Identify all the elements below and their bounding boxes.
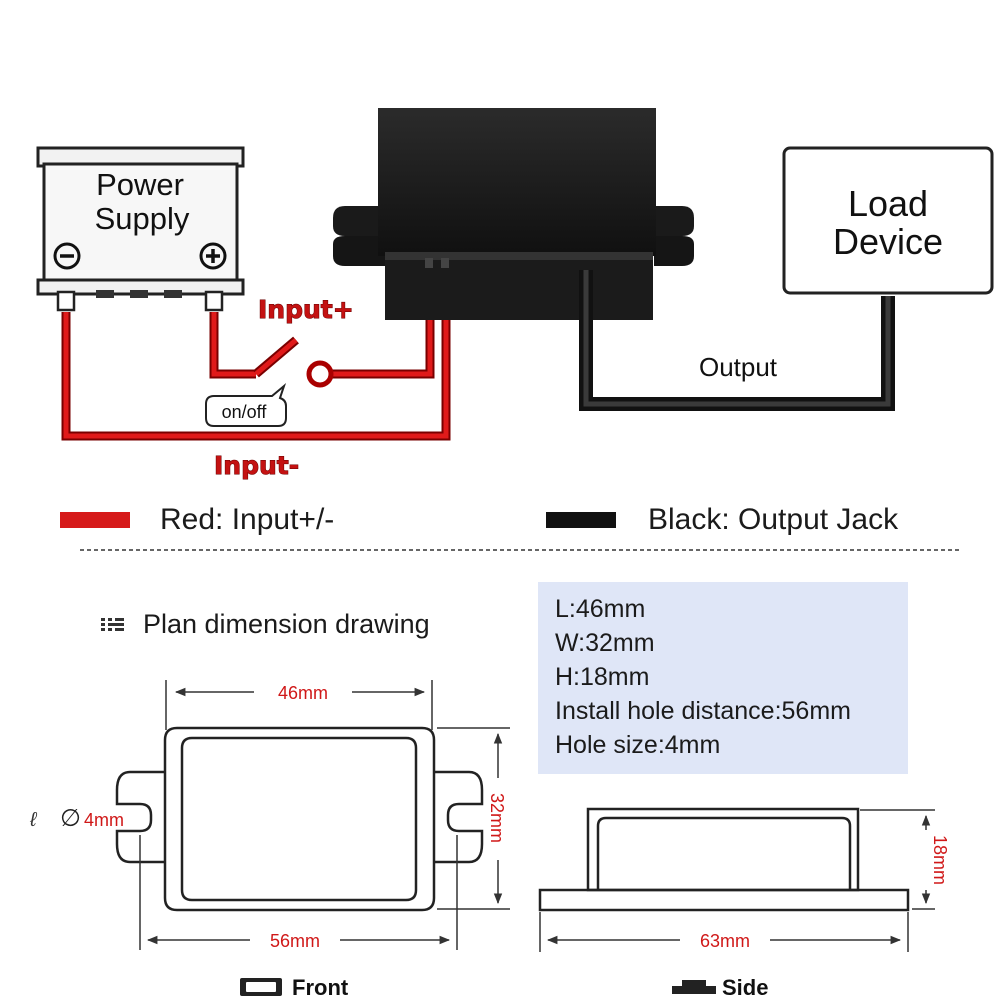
diameter-symbol: ∅ — [60, 805, 81, 832]
negative-terminal-icon — [53, 242, 81, 270]
side-view-drawing — [538, 807, 910, 912]
dim-hole-distance: 56mm — [270, 931, 320, 951]
input-minus-label: Input- — [214, 451, 299, 480]
dim-length-top: 46mm — [278, 683, 328, 703]
dim-hole-size: 4mm — [84, 810, 124, 830]
front-view-label: Front — [292, 975, 349, 1000]
scissor-glyph-icon: ℓ — [29, 809, 38, 831]
legend-black-swatch — [546, 512, 616, 528]
spec-hole-size: Hole size:4mm — [555, 731, 721, 759]
front-view-icon — [240, 978, 282, 996]
dim-side-length: 63mm — [700, 931, 750, 951]
plan-heading-icon — [101, 618, 124, 631]
dim-width: 32mm — [487, 793, 507, 843]
positive-terminal-icon — [199, 242, 227, 270]
spec-height: H:18mm — [555, 663, 650, 691]
specs-panel — [538, 582, 908, 774]
load-device: Load Device — [782, 146, 994, 295]
spec-length: L:46mm — [555, 595, 646, 623]
plan-heading: Plan dimension drawing — [143, 609, 430, 639]
legend-red-swatch — [60, 512, 130, 528]
switch-label: on/off — [222, 402, 268, 422]
switch-contact-icon — [306, 360, 334, 388]
side-view-label: Side — [722, 975, 768, 1000]
switch-label-bubble: on/off — [205, 382, 287, 427]
legend-black-label: Black: Output Jack — [648, 503, 899, 536]
spec-width: W:32mm — [555, 629, 655, 657]
legend-red-label: Red: Input+/- — [160, 503, 334, 536]
output-label: Output — [699, 352, 778, 382]
load-device-label-2: Device — [833, 221, 943, 262]
output-wire — [579, 270, 895, 411]
dimension-lines — [139, 680, 935, 952]
front-view-drawing — [115, 726, 484, 912]
specs-list: L:46mm W:32mm H:18mm Install hole distan… — [555, 592, 851, 762]
spec-hole-distance: Install hole distance:56mm — [555, 697, 851, 725]
legend: Red: Input+/- Black: Output Jack — [60, 503, 899, 536]
power-supply-label-2: Supply — [95, 201, 190, 236]
dim-height: 18mm — [930, 835, 950, 885]
converter-module — [333, 108, 694, 320]
side-view-icon — [672, 980, 716, 994]
power-supply: Power Supply — [36, 146, 245, 312]
input-plus-label: Input+ — [258, 295, 354, 324]
load-device-label-1: Load — [848, 183, 928, 224]
power-supply-label-1: Power — [96, 167, 184, 202]
